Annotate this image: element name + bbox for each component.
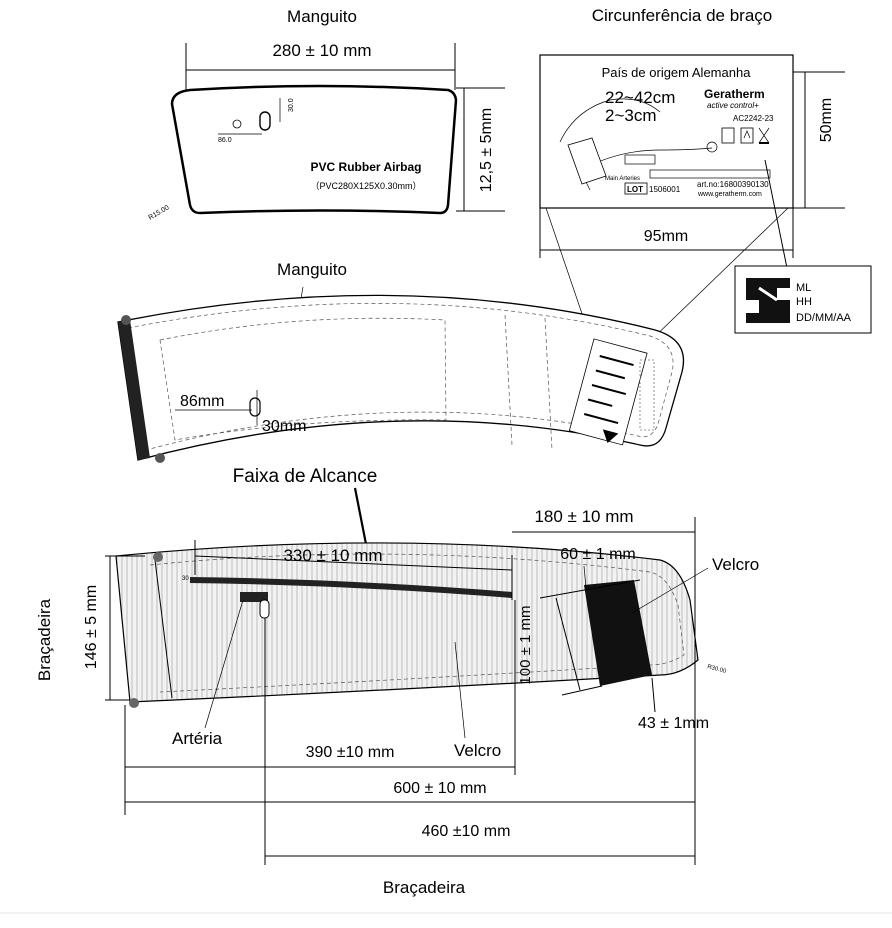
cuff-fold-2 [544, 317, 553, 451]
label-brand: Geratherm [704, 87, 765, 101]
lot-box [624, 182, 648, 195]
airbag-spec: （PVC280X125X0.30mm） [310, 181, 421, 191]
label-range-1: 22~42cm [605, 88, 675, 107]
cuff-fold-1 [504, 314, 513, 446]
dim-60-tick [583, 565, 587, 589]
label-lot: LOT [627, 185, 643, 194]
cuff-end-band [118, 320, 150, 460]
middle-section-title: Manguito [277, 260, 347, 279]
artery-marker-box [624, 154, 656, 165]
velcro-patch [584, 580, 652, 686]
hand-sketch [706, 141, 718, 153]
airbag-tube-slot [259, 111, 271, 131]
velcro-leader-top [631, 567, 709, 614]
label-projection-right [645, 207, 789, 346]
manufacture-date-icon-slash [758, 286, 778, 302]
cuff-86-dim: 86mm [180, 393, 224, 410]
symbol-line-3: DD/MM/AA [796, 312, 852, 324]
label-website: www.geratherm.com [697, 191, 762, 198]
dim-600: 600 ± 10 mm [393, 780, 486, 797]
barcode-box [649, 169, 771, 179]
band-rivet-bottom [129, 698, 139, 708]
range-bar [189, 577, 513, 598]
label-lot-number: 1506001 [649, 185, 681, 194]
cuff-height-dim: 12,5 ± 5mm [478, 108, 495, 192]
airbag-center-mark [232, 119, 242, 129]
artery-leader [204, 599, 244, 729]
arm-sketch-forearm [584, 147, 713, 169]
label-range-2: 2~3cm [605, 106, 657, 125]
symbol-line-1: ML [796, 282, 811, 294]
band-bottom-label: Braçadeira [383, 878, 466, 897]
cuff-rivet-bottom [155, 453, 165, 463]
label-origin: País de origem Alemanha [602, 65, 752, 80]
arm-sketch-upper [559, 98, 661, 143]
dim-60-line [539, 579, 641, 599]
velcro-label-top: Velcro [712, 555, 759, 574]
cuff-stitch-line [127, 303, 674, 451]
cuff-airbag-outline [159, 317, 447, 441]
symbol-line-2: HH [796, 296, 812, 308]
manufacturer-icon [721, 127, 735, 144]
dim-43: 43 ± 1mm [638, 715, 709, 732]
cuff-width-dim: 280 ± 10 mm [272, 41, 371, 60]
cuff-30-dim: 30mm [262, 418, 306, 435]
dim-100-line [555, 597, 581, 691]
arm-cuff-sketch [567, 137, 607, 185]
dim-43-ext [651, 677, 656, 713]
band-end-seam [154, 559, 173, 699]
manufacture-date-icon [746, 278, 790, 323]
dim-330: 330 ± 10 mm [283, 546, 382, 565]
cuff-label-miniature [568, 338, 648, 446]
label-artery: Main Arteries [605, 176, 640, 182]
airbag-label: PVC Rubber Airbag [311, 160, 422, 174]
velcro-label-bottom: Velcro [454, 741, 501, 760]
dim-460: 460 ±10 mm [422, 823, 511, 840]
cuff-tube-slot [249, 397, 261, 417]
artery-label: Artéria [172, 729, 223, 748]
label-section-title: Circunferência de braço [592, 6, 772, 25]
band-radius: R30.00 [706, 664, 727, 675]
label-brand-sub: active control+ [707, 101, 759, 110]
upright-icon [740, 127, 754, 144]
dim-390: 390 ±10 mm [306, 744, 395, 761]
band-side-label: Braçadeira [35, 598, 54, 681]
dim-330-line [194, 555, 513, 571]
range-bar-marker-icon: 30 [182, 576, 189, 582]
dim-100-ext [561, 685, 603, 696]
cuff-body [117, 294, 684, 461]
dim-146: 146 ± 5 mm [83, 585, 100, 669]
cuff-hook-strip [639, 359, 655, 431]
weee-bin-icon [758, 127, 770, 144]
label-code: AC2242-23 [733, 114, 774, 123]
dim-60: 60 ± 1 mm [560, 546, 635, 563]
symbol-leader [764, 159, 788, 269]
dim-180: 180 ± 10 mm [534, 507, 633, 526]
artery-marker [240, 592, 268, 602]
label-art-no: art.no:16800390130 [697, 180, 769, 189]
band-tube-slot [259, 599, 270, 619]
cuff-section-title: Manguito [287, 7, 357, 26]
label-height-dim: 50mm [818, 98, 835, 142]
airbag-30-small: 30.0 [288, 98, 295, 112]
range-title: Faixa de Alcance [233, 466, 378, 487]
dim-100: 100 ± 1 mm [517, 605, 534, 684]
label-width-dim: 95mm [644, 228, 688, 245]
band-rivet-top [153, 552, 163, 562]
weee-bar-icon [759, 142, 769, 144]
airbag-radius: R15.00 [148, 204, 171, 221]
velcro-leader-bottom [454, 641, 466, 739]
airbag-86-small: 86.0 [218, 137, 232, 144]
airbag-outline [170, 84, 458, 215]
upright-arrow-icon [743, 130, 751, 139]
cuff-rivet-top [121, 315, 131, 325]
